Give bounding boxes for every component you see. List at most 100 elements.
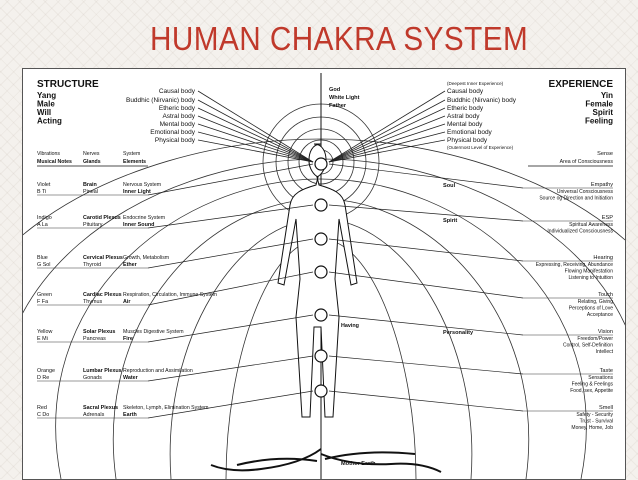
left-body-label: Physical body (155, 137, 196, 144)
chakra-nerve: Lumbar Plexus (83, 368, 122, 374)
column-header: Musical Notes (37, 159, 72, 165)
body-ray-left (197, 139, 314, 163)
chakra-circle-3 (314, 232, 328, 246)
chakra-element: Inner Light (123, 189, 151, 195)
structure-line: Will (37, 108, 51, 117)
chakra-color: Blue (37, 255, 48, 261)
column-header: Elements (123, 159, 146, 165)
chakra-sense: Touch (598, 292, 613, 298)
chakra-gland: Thymus (83, 299, 102, 305)
chakra-color: Yellow (37, 329, 52, 335)
body-ray-left (197, 131, 314, 163)
chakra-element: Inner Sound (123, 222, 154, 228)
body-ray-right (328, 90, 446, 163)
column-header-area: Area of Consciousness (560, 159, 614, 165)
chakra-sense: Taste (600, 368, 613, 374)
experience-line: Spirit (593, 108, 614, 117)
chakra-area: Perceptions of Love (569, 306, 613, 312)
chakra-color: Indigo (37, 215, 52, 221)
chakra-area: Spiritual Awareness (569, 222, 613, 228)
chakra-gland: Thyroid (83, 262, 101, 268)
body-ray-left (197, 107, 314, 163)
chakra-nerve: Carotid Plexus (83, 215, 121, 221)
body-ray-right (328, 123, 446, 163)
body-ray-left (197, 90, 314, 163)
chakra-system: Reproduction and Assimilation (123, 368, 193, 374)
earth-root (324, 451, 416, 460)
chakra-area: Universal Consciousness (557, 189, 614, 195)
body-ray-right (328, 107, 446, 163)
right-body-label: Buddhic (Nirvanic) body (447, 97, 517, 104)
chakra-note: G Sol (37, 262, 50, 268)
column-header: Vibrations (37, 151, 60, 157)
left-body-label: Buddhic (Nirvanic) body (126, 97, 196, 104)
left-body-label: Emotional body (150, 129, 196, 136)
right-bodies-note-bottom: (Outermost Level of Experience) (447, 145, 514, 150)
experience-line: Feeling (585, 117, 613, 126)
right-body-label: Astral body (447, 113, 480, 120)
chakra-area: Safety - Security (576, 412, 613, 418)
chakra-pointer-right (328, 355, 524, 375)
chakra-nerve: Cervical Plexus (83, 255, 123, 261)
center-top-label: Father (329, 103, 347, 109)
chakra-area: Intellect (596, 349, 614, 355)
experience-heading: EXPERIENCE (549, 79, 614, 90)
chakra-nerve: Brain (83, 182, 97, 188)
chakra-pointer-left (147, 163, 314, 196)
earth-root (320, 453, 442, 473)
chakra-system: Muscles Digestive System (123, 329, 184, 335)
chakra-circle-5 (314, 308, 328, 322)
column-header-sense: Sense (597, 151, 613, 157)
chakra-gland: Pancreas (83, 336, 106, 342)
column-header: Glands (83, 159, 101, 165)
chakra-circle-2 (314, 198, 328, 212)
chakra-note: D Re (37, 375, 49, 381)
page-title: HUMAN CHAKRA SYSTEM (150, 20, 529, 57)
right-bodies-note-top: (Deepest Inner Experience) (447, 81, 504, 86)
column-header: Nerves (83, 151, 100, 157)
experience-line: Yin (601, 91, 613, 100)
chakra-gland: Pituitary (83, 222, 103, 228)
chakra-sense: Hearing (593, 255, 613, 261)
chakra-color: Green (37, 292, 52, 298)
diagram-canvas: STRUCTUREYangMaleWillActingEXPERIENCEYin… (23, 73, 625, 479)
right-body-label: Etheric body (447, 105, 484, 112)
chakra-area: Trust - Survival (580, 419, 613, 425)
chakra-pointer-left (147, 355, 314, 382)
body-ray-left (197, 123, 314, 163)
chakra-pointer-left (147, 314, 314, 343)
chakra-element: Water (123, 375, 139, 381)
label-mother-earth: Mother Earth (341, 461, 376, 467)
center-top-label: God (329, 87, 341, 93)
chakra-area: Flowing Manifestation (565, 269, 614, 275)
body-ray-right (328, 99, 446, 163)
column-header: System (123, 151, 140, 157)
chakra-area: Sensations (588, 375, 613, 381)
chakra-pointer-left (147, 204, 314, 229)
body-ray-left (197, 115, 314, 163)
chakra-area: Relating, Giving (578, 299, 614, 305)
chakra-area: Expressing, Receiving, Abundance (536, 262, 613, 268)
body-ray-left (197, 99, 314, 163)
chakra-element: Earth (123, 412, 137, 418)
right-body-label: Causal body (447, 88, 484, 95)
chakra-circle-4 (314, 265, 328, 279)
chakra-area: Freedom/Power (577, 336, 613, 342)
right-body-label: Emotional body (447, 129, 493, 136)
chakra-pointer-right (328, 390, 524, 412)
chakra-area: Control, Self-Definition (563, 343, 613, 349)
chakra-pointer-right (328, 204, 524, 222)
chakra-pointer-left (147, 390, 314, 419)
label-having: Having (341, 323, 359, 329)
chakra-area: Feeling & Feelings (572, 382, 614, 388)
chakra-pointer-left (147, 271, 314, 306)
chakra-color: Red (37, 405, 47, 411)
label-spirit: Spirit (443, 218, 457, 224)
chakra-gland: Gonads (83, 375, 102, 381)
chakra-sense: Vision (598, 329, 613, 335)
chakra-system: Growth, Metabolism (123, 255, 169, 261)
chakra-note: E Mi (37, 336, 48, 342)
chakra-system: Skeleton, Lymph, Elimination System (123, 405, 208, 411)
structure-line: Yang (37, 91, 56, 100)
chakra-note: C Do (37, 412, 49, 418)
